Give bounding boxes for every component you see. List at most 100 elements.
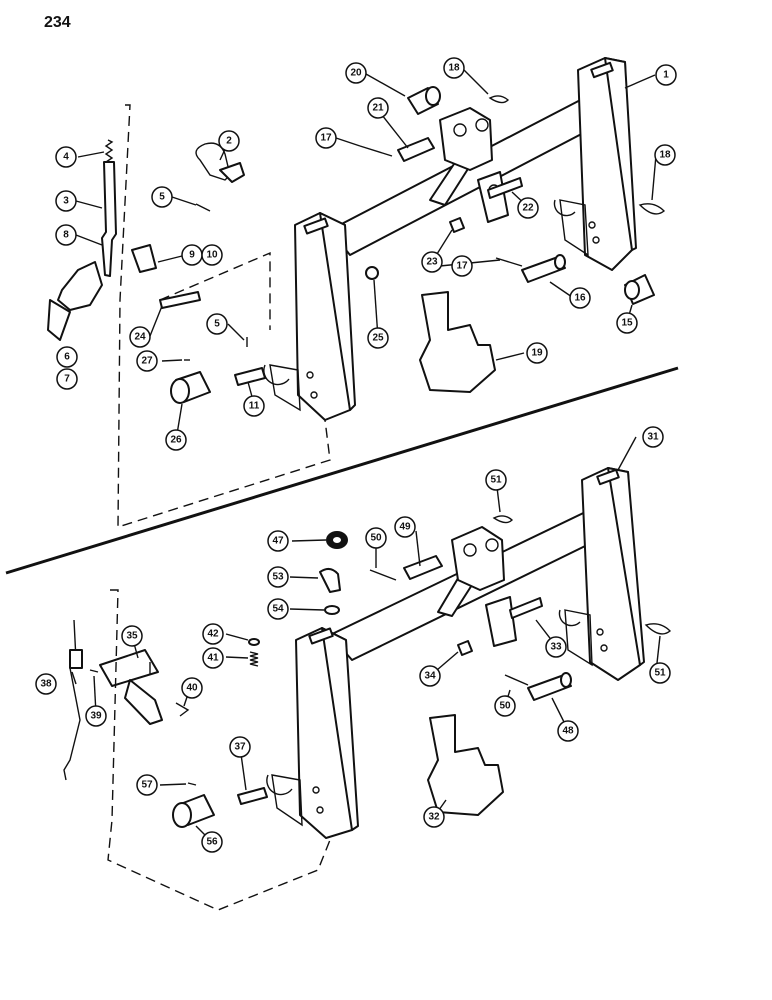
callout: 51 [649, 662, 671, 684]
callouts: 1 2 3 4 5 5 6 7 8 9 10 11 15 16 17 17 18… [35, 57, 677, 853]
clip-51a [492, 515, 514, 524]
arm-35 [99, 649, 159, 687]
callout: 5 [206, 313, 228, 335]
callout: 48 [557, 720, 579, 742]
callout: 35 [121, 625, 143, 647]
svg-text:56: 56 [206, 837, 218, 848]
bracket-6 [57, 261, 103, 311]
lower-clevis-bracket [451, 526, 505, 591]
svg-text:20: 20 [350, 68, 362, 79]
svg-text:18: 18 [448, 63, 460, 74]
callout: 31 [642, 426, 664, 448]
svg-text:53: 53 [272, 572, 284, 583]
callout: 19 [526, 342, 548, 364]
svg-text:6: 6 [64, 352, 70, 363]
pin-37 [237, 787, 268, 805]
svg-text:2: 2 [226, 136, 232, 147]
pin-40 [175, 702, 190, 717]
cotter-17b [495, 257, 523, 267]
svg-text:17: 17 [456, 261, 468, 272]
lower-pin-49 [403, 555, 443, 580]
svg-text:15: 15 [621, 318, 633, 329]
svg-text:40: 40 [186, 683, 198, 694]
callout: 23 [421, 251, 443, 273]
svg-text:8: 8 [63, 230, 69, 241]
callout: 18 [443, 57, 465, 79]
callout: 32 [423, 806, 445, 828]
pin-57 [187, 782, 197, 786]
svg-text:5: 5 [159, 192, 165, 203]
svg-text:23: 23 [426, 257, 438, 268]
upper-hitch-plate [419, 291, 496, 393]
svg-text:25: 25 [372, 333, 384, 344]
svg-text:38: 38 [40, 679, 52, 690]
svg-text:24: 24 [134, 332, 146, 343]
svg-text:48: 48 [562, 726, 574, 737]
callout: 50 [494, 695, 516, 717]
spring-4 [104, 139, 114, 163]
plate-9 [131, 244, 157, 273]
callout: 57 [136, 774, 158, 796]
callout: 22 [517, 197, 539, 219]
clip-18a [488, 95, 510, 104]
upper-clevis-bracket [439, 107, 493, 171]
svg-text:1: 1 [663, 70, 669, 81]
svg-text:19: 19 [531, 348, 543, 359]
callout: 15 [616, 312, 638, 334]
svg-text:27: 27 [141, 356, 153, 367]
svg-text:50: 50 [370, 533, 382, 544]
callout: 4 [55, 146, 77, 168]
svg-text:21: 21 [372, 103, 384, 114]
callout: 38 [35, 673, 57, 695]
latch-2 [195, 142, 231, 181]
callout: 49 [394, 516, 416, 538]
upper-linkage [47, 139, 266, 404]
callout: 40 [181, 677, 203, 699]
callout: 2 [218, 130, 240, 152]
svg-text:22: 22 [522, 203, 534, 214]
upper-dashed-leader [117, 104, 331, 528]
callout: 54 [267, 598, 289, 620]
rod-3 [101, 161, 117, 277]
svg-text:39: 39 [90, 711, 102, 722]
callout: 20 [345, 62, 367, 84]
svg-text:17: 17 [320, 133, 332, 144]
svg-text:42: 42 [207, 629, 219, 640]
washer-42 [248, 638, 260, 646]
callout: 25 [367, 327, 389, 349]
svg-text:49: 49 [399, 522, 411, 533]
callout: 18 [654, 144, 676, 166]
nut-23 [449, 217, 465, 233]
callout: 10 [201, 244, 223, 266]
svg-text:32: 32 [428, 812, 440, 823]
svg-text:11: 11 [249, 401, 260, 412]
svg-text:33: 33 [550, 642, 562, 653]
callout: 24 [129, 326, 151, 348]
nut-25 [365, 266, 379, 280]
bolt-33 [509, 597, 543, 619]
callout: 51 [485, 469, 507, 491]
callout: 56 [201, 831, 223, 853]
callout: 5 [151, 186, 173, 208]
bolt-24 [159, 291, 201, 309]
svg-text:18: 18 [659, 150, 671, 161]
callout: 39 [85, 705, 107, 727]
callout: 42 [202, 623, 224, 645]
svg-text:51: 51 [654, 668, 666, 679]
svg-text:10: 10 [206, 250, 218, 261]
upper-pin-21 [397, 137, 435, 162]
page-number: 234 [44, 14, 71, 31]
svg-text:26: 26 [170, 435, 182, 446]
svg-text:35: 35 [126, 631, 138, 642]
svg-text:34: 34 [424, 671, 436, 682]
nut-34 [457, 640, 473, 656]
svg-text:31: 31 [647, 432, 659, 443]
callout: 47 [267, 530, 289, 552]
washer-54 [324, 605, 340, 615]
svg-text:51: 51 [490, 475, 502, 486]
separator-line [5, 366, 679, 575]
svg-text:37: 37 [234, 742, 246, 753]
callout: 41 [202, 647, 224, 669]
pin-5a [195, 203, 211, 212]
